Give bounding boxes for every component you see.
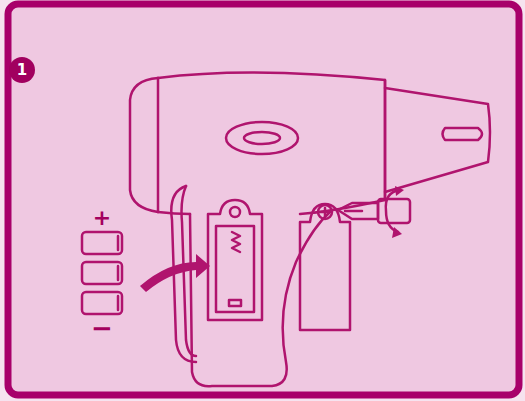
screwdriver <box>338 203 378 219</box>
insert-arrow <box>140 254 210 292</box>
battery <box>82 262 122 284</box>
callout-number: 1 <box>9 57 35 83</box>
battery-cover <box>300 204 350 330</box>
rotation-arrow <box>386 190 400 232</box>
dryer-nozzle <box>385 88 490 192</box>
spring-contact <box>232 232 240 252</box>
dryer-body <box>158 72 385 214</box>
polarity-sign: + <box>93 207 111 229</box>
battery <box>82 292 122 314</box>
dryer-intake <box>130 78 158 212</box>
polarity-sign: − <box>91 315 113 341</box>
battery-compartment <box>208 200 262 320</box>
dryer-handle <box>190 212 330 386</box>
battery <box>82 232 122 254</box>
callout-text: 1 <box>17 61 27 79</box>
